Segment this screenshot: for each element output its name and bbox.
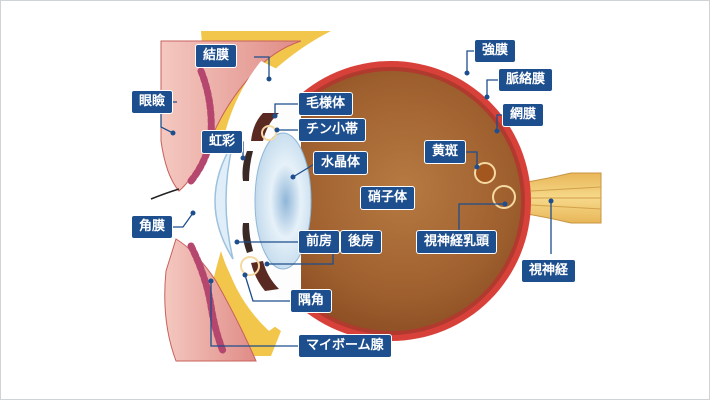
- label-meibomian-gland: マイボーム腺: [299, 335, 391, 357]
- label-posterior-chamber: 後房: [341, 231, 382, 253]
- label-retina: 網膜: [503, 104, 544, 126]
- label-optic-nerve: 視神経: [522, 260, 576, 282]
- label-zonule-of-zinn: チン小帯: [299, 119, 366, 141]
- label-conjunctiva: 結膜: [196, 45, 237, 67]
- label-vitreous-body: 硝子体: [361, 187, 415, 209]
- label-optic-disc: 視神経乳頭: [417, 231, 497, 253]
- eyelash: [150, 188, 180, 200]
- macula-marker: [474, 162, 496, 184]
- label-angle: 隅角: [291, 290, 332, 312]
- label-choroid: 脈絡膜: [499, 69, 553, 91]
- label-anterior-chamber: 前房: [299, 231, 340, 253]
- label-eyelid: 眼瞼: [132, 91, 173, 113]
- label-cornea: 角膜: [132, 216, 173, 238]
- label-ciliary-body: 毛様体: [299, 93, 353, 115]
- label-macula: 黄斑: [425, 141, 466, 163]
- label-lens: 水晶体: [314, 152, 368, 174]
- label-iris: 虹彩: [202, 131, 243, 153]
- angle-marker: [240, 256, 260, 276]
- cornea: [214, 142, 234, 260]
- label-sclera: 強膜: [475, 40, 516, 62]
- optic-disc-marker: [492, 185, 516, 209]
- lens: [254, 132, 312, 270]
